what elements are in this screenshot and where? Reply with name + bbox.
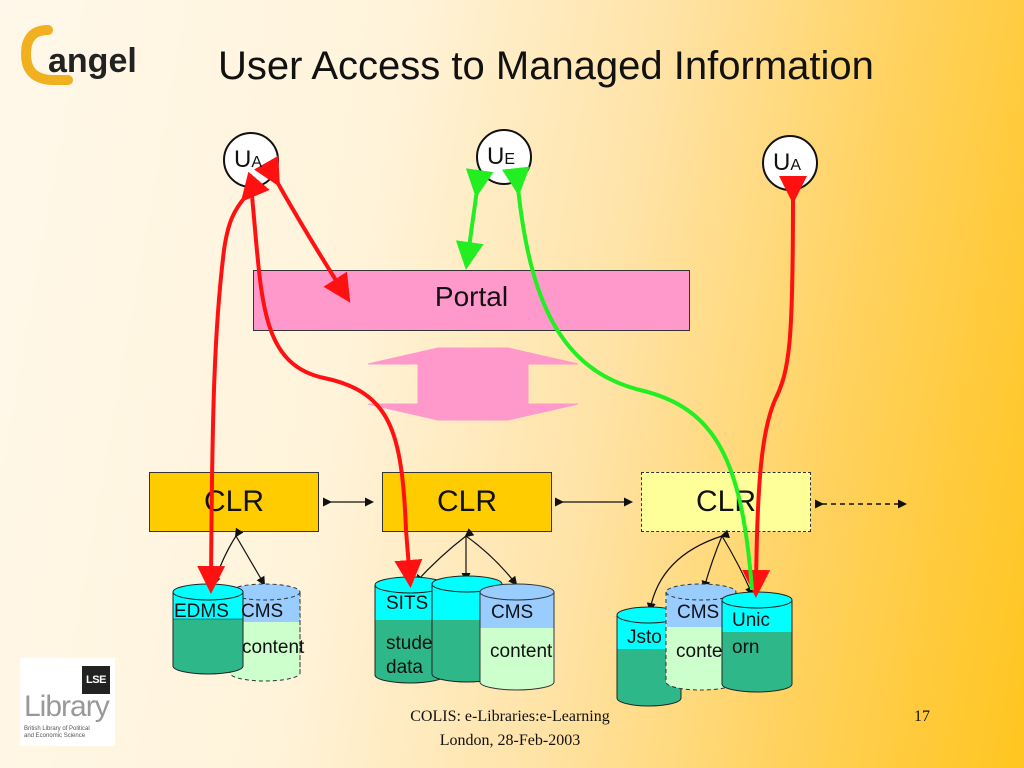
db-cms-3: [665, 583, 737, 691]
db-cms-2: [479, 583, 555, 691]
user-label-1: UA: [234, 146, 262, 174]
db-cms-1-label: CMS: [241, 601, 284, 622]
clr1-edms-link: [211, 527, 244, 586]
db-content-3-label: conte: [676, 641, 723, 662]
db-student-label-2: data: [386, 657, 423, 678]
user-label-2-letter: U: [487, 143, 505, 170]
user-label-2-sub: E: [504, 151, 516, 168]
clr1-cms-link: [235, 535, 266, 586]
db-jstor-label: Jsto: [627, 627, 662, 648]
user1-edms-arrow: [197, 171, 270, 594]
clr2-cms-link: [465, 535, 518, 586]
userE-unicorn-arrow: [501, 166, 754, 591]
clr-box-2: CLR: [382, 472, 552, 532]
user-label-3-sub: A: [790, 157, 802, 174]
db-content-2-label: content: [490, 641, 553, 662]
lse-badge: LSE: [82, 666, 110, 694]
user3-unicorn-arrow: [742, 175, 808, 598]
lse-caption-line-1: British Library of Political: [24, 726, 90, 732]
user-label-1-letter: U: [234, 146, 252, 173]
user-label-3: UA: [773, 149, 801, 177]
portal-clr-block-arrow: [367, 347, 579, 421]
db-cms-3-label: CMS: [677, 602, 720, 623]
angel-logo: angel: [20, 24, 170, 101]
db-cms-2-label: CMS: [491, 602, 534, 623]
db-unicorn: [721, 591, 793, 693]
page-number: 17: [914, 708, 930, 725]
userE-portal-arrow: [455, 168, 494, 270]
angel-logo-text: angel: [48, 42, 137, 80]
lse-library-logo: LSE Library British Library of Political…: [20, 658, 115, 746]
lse-logo-word: Library: [24, 690, 110, 723]
db-edms: [172, 583, 244, 675]
db-content-1-label: content: [242, 637, 305, 658]
slide-title: User Access to Managed Information: [218, 44, 874, 88]
db-unicorn-label-2: orn: [732, 637, 760, 658]
db-edms-label: EDMS: [174, 601, 229, 622]
db-unicorn-label-1: Unic: [732, 610, 771, 631]
user-label-2: UE: [487, 143, 515, 171]
footer-line-2: London, 28-Feb-2003: [439, 732, 581, 749]
user-label-3-letter: U: [773, 149, 791, 176]
user-label-1-sub: A: [251, 154, 263, 171]
footer-line-1: COLIS: e-Libraries:e-Learning: [410, 708, 610, 725]
db-student-label-1: stude: [386, 633, 433, 654]
clr2-sits-link: [414, 528, 475, 584]
lse-caption-line-2: and Economic Science: [24, 733, 86, 739]
clr-label-2: CLR: [436, 485, 497, 518]
clr3-jstor-link: [646, 529, 731, 612]
portal-label: Portal: [434, 281, 509, 312]
user1-portal-arrow: [253, 155, 351, 303]
user1-sits-arrow: [250, 195, 423, 588]
db-sits-label: SITS: [386, 593, 429, 614]
clr3-cms-link: [701, 535, 723, 590]
